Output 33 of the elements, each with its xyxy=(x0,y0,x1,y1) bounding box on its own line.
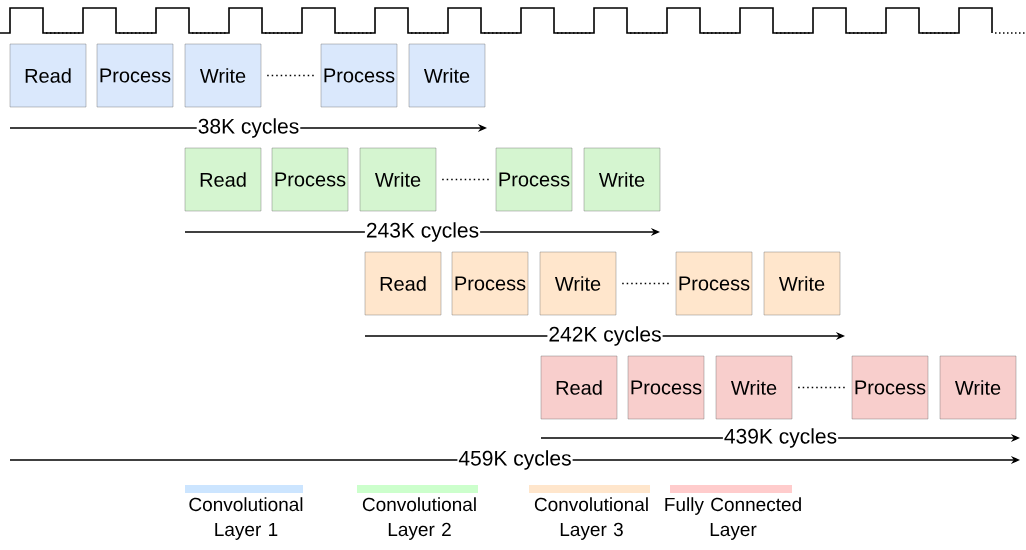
process-box: Write xyxy=(939,355,1017,420)
process-box: Write xyxy=(359,147,437,212)
process-box: Process xyxy=(271,147,349,212)
process-box: Read xyxy=(9,43,87,108)
duration-label: 459K cycles xyxy=(457,449,573,471)
process-box: Write xyxy=(539,251,617,316)
process-box: Write xyxy=(583,147,661,212)
process-box: Process xyxy=(451,251,529,316)
process-box: Write xyxy=(763,251,841,316)
process-box: Read xyxy=(184,147,262,212)
process-box: Process xyxy=(675,251,753,316)
process-box: Process xyxy=(320,43,398,108)
dotted-connector xyxy=(621,282,671,285)
process-box: Process xyxy=(627,355,705,420)
legend-label: Fully Connected Layer xyxy=(665,497,801,540)
process-box: Write xyxy=(184,43,262,108)
legend-label: Convolutional Layer 2 xyxy=(362,497,476,540)
duration-label: 242K cycles xyxy=(547,325,663,347)
duration-label: 38K cycles xyxy=(196,117,301,139)
process-box: Process xyxy=(96,43,174,108)
legend-label: Convolutional Layer 3 xyxy=(534,497,648,540)
legend-label: Convolutional Layer 1 xyxy=(189,497,303,540)
process-box: Process xyxy=(851,355,929,420)
duration-label: 439K cycles xyxy=(722,427,839,449)
process-box: Read xyxy=(364,251,442,316)
dotted-connector xyxy=(441,178,491,181)
dotted-connector xyxy=(797,386,847,389)
duration-label: 243K cycles xyxy=(364,221,481,243)
process-box: Write xyxy=(408,43,486,108)
dotted-connector xyxy=(266,74,316,77)
process-box: Read xyxy=(540,355,618,420)
process-box: Process xyxy=(495,147,573,212)
process-box: Write xyxy=(715,355,793,420)
